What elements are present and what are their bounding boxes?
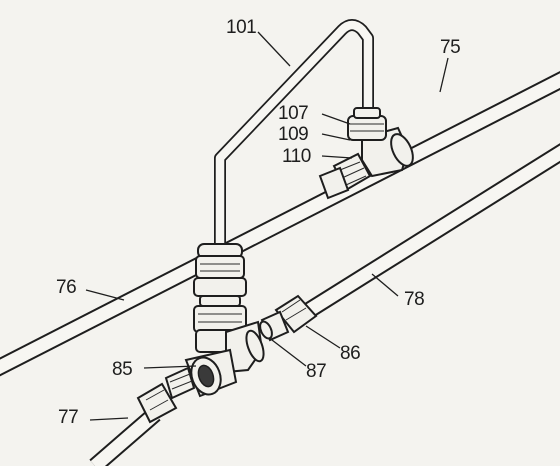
callout-101: 101 bbox=[226, 17, 257, 38]
leader-78 bbox=[371, 273, 399, 297]
leader-107 bbox=[321, 113, 351, 125]
callout-86: 86 bbox=[340, 343, 361, 364]
tee-fitting-upper bbox=[318, 107, 414, 200]
leader-76 bbox=[85, 289, 125, 301]
nut-86-and-nipple-87 bbox=[259, 294, 318, 342]
callout-75: 75 bbox=[440, 37, 461, 58]
callout-109: 109 bbox=[278, 124, 309, 145]
callout-107: 107 bbox=[278, 103, 309, 124]
leader-lines bbox=[85, 31, 449, 421]
nipple-and-nut-77 bbox=[136, 366, 196, 424]
callout-78: 78 bbox=[404, 289, 425, 310]
leader-110 bbox=[321, 155, 353, 159]
leader-85 bbox=[143, 365, 197, 369]
pipe-77 bbox=[89, 407, 161, 466]
leader-87 bbox=[271, 339, 307, 367]
callout-110: 110 bbox=[282, 146, 311, 167]
pipe-76-75 bbox=[0, 71, 560, 377]
tube-101 bbox=[214, 19, 374, 264]
leader-109 bbox=[321, 133, 351, 141]
callout-77: 77 bbox=[58, 407, 79, 428]
leader-101 bbox=[257, 31, 291, 67]
leader-75 bbox=[439, 57, 449, 93]
callout-87: 87 bbox=[306, 361, 327, 382]
callout-76: 76 bbox=[56, 277, 77, 298]
callout-85: 85 bbox=[112, 359, 133, 380]
leader-86 bbox=[305, 325, 341, 349]
pipe-78 bbox=[295, 143, 560, 324]
tee-fitting-lower bbox=[184, 320, 265, 398]
leader-77 bbox=[89, 417, 129, 421]
